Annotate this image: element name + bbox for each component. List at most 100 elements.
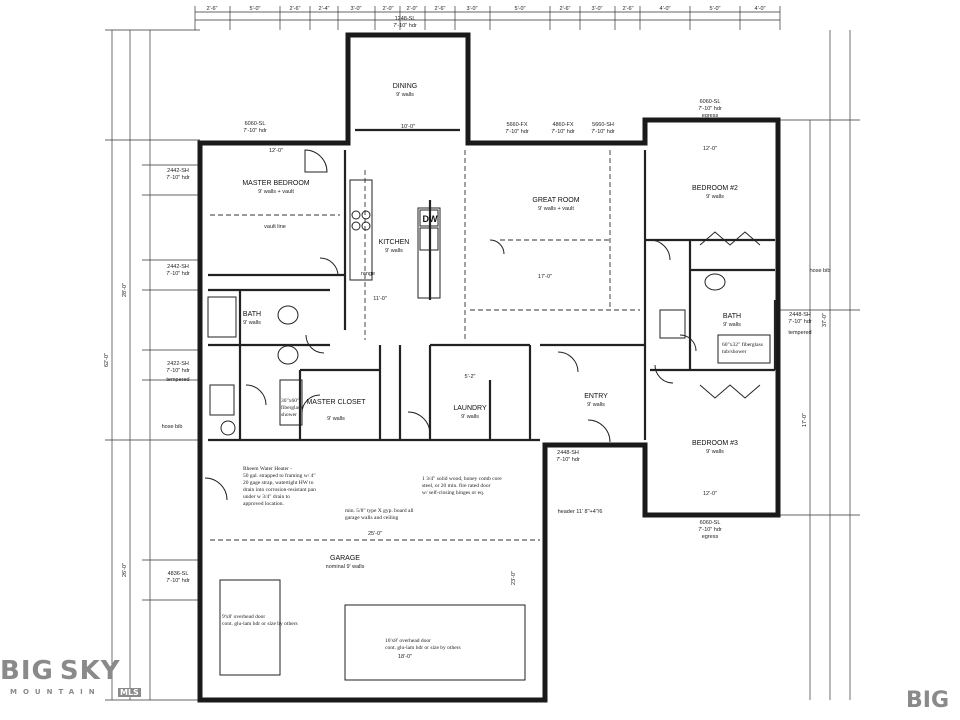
tempered-right: tempered [788, 330, 811, 336]
dim-master-width: 12'-0" [269, 148, 283, 154]
window-callouts: 1248-SL 7'-10" hdr 6060-SL 7'-10" hdr 24… [162, 16, 831, 584]
header-line-label: header 11' 8"+4"/6 [558, 509, 603, 515]
note-door-3: w/ self-closing hinges or eq. [422, 489, 485, 496]
room-bath2-walls: 9' walls [723, 322, 741, 328]
vault-lines [210, 150, 640, 541]
note-overhead-right-2: cont. glu-lam hdr or size by others [385, 645, 461, 651]
dim-top-9: 3'-0" [467, 6, 478, 12]
room-bedroom2: BEDROOM #2 [692, 185, 738, 192]
room-master-bedroom: MASTER BEDROOM [242, 180, 309, 187]
note-water-heater-6: approved location. [243, 501, 285, 507]
logo-left-sub: MOUNTAIN [10, 688, 101, 696]
window-great-top3: 5660-SH [592, 122, 614, 128]
dim-bed3-width: 12'-0" [703, 491, 717, 497]
window-great-top3-hdr: 7'-10" hdr [591, 129, 615, 135]
window-dining-top: 1248-SL [395, 16, 416, 22]
dim-left-upper: 28'-0" [122, 283, 128, 297]
window-great-top2: 4860-FX [552, 122, 573, 128]
window-bath2-right-hdr: 7'-10" hdr [788, 319, 812, 325]
room-laundry: LAUNDRY [453, 405, 487, 412]
interior-dimensions: 17'-0" 12'-0" 12'-0" 12'-0" 10'-0" 11'-0… [269, 124, 717, 660]
note-water-heater-1: Rheem Water Heater - [243, 466, 292, 472]
dim-top-13: 2'-6" [623, 6, 634, 12]
room-labels: DINING 9' walls MASTER BEDROOM 9' walls … [242, 83, 741, 570]
dim-top-11: 2'-6" [560, 6, 571, 12]
note-water-heater-2: 50 gal. strapped to framing w/ 4" [243, 472, 316, 479]
bath-fixtures [207, 273, 771, 436]
water-heater-note: Rheem Water Heater - 50 gal. strapped to… [243, 466, 316, 507]
right-dimension-lines [780, 30, 860, 700]
egress-bottom: egress [702, 534, 719, 540]
hose-bib-left: hose bib [162, 424, 183, 430]
window-bath2-right: 2448-SH [789, 312, 811, 318]
room-bedroom3: BEDROOM #3 [692, 440, 738, 447]
dim-top-10: 5'-0" [515, 6, 526, 12]
kitchen-fixtures [349, 179, 441, 299]
window-garage-left-hdr: 7'-10" hdr [166, 578, 190, 584]
left-dimension-lines [105, 29, 200, 701]
window-bed2-top-hdr: 7'-10" hdr [698, 106, 722, 112]
window-dining-top-hdr: 7'-10" hdr [393, 23, 417, 29]
dim-top-12: 3'-0" [592, 6, 603, 12]
exterior-walls [197, 32, 781, 703]
window-bed2-top: 6060-SL [700, 99, 721, 105]
vault-line-label: vault line [264, 224, 286, 230]
dim-top-2: 5'-0" [250, 6, 261, 12]
window-great-top1-hdr: 7'-10" hdr [505, 129, 529, 135]
room-garage-walls: nominal 9' walls [326, 564, 365, 570]
window-entry-side-hdr: 7'-10" hdr [556, 457, 580, 463]
window-master-top-hdr: 7'-10" hdr [243, 128, 267, 134]
top-dimension-lines [194, 6, 781, 30]
left-dimension-text: 62'-0" 28'-0" 26'-0" [104, 283, 128, 577]
dim-garage-width: 25'-0" [368, 531, 382, 537]
dim-top-6: 2'-0" [383, 6, 394, 12]
right-dimension-text: 37'-0" 17'-0" [802, 313, 828, 427]
dim-dining-width: 10'-0" [401, 124, 415, 130]
dim-garage-depth: 23'-0" [511, 571, 517, 585]
room-bath-master-walls: 9' walls [243, 320, 261, 326]
dim-top-14: 4'-0" [660, 6, 671, 12]
note-tub-1: 60"x32" fiberglass [722, 341, 763, 348]
room-dining: DINING [393, 83, 418, 90]
note-door-1: 1 3/4" solid wood, honey comb core [422, 476, 502, 482]
logo-right: BIG [906, 688, 950, 713]
top-dimension-text: 2'-6" 5'-0" 2'-6" 2'-4" 3'-0" 2'-0" 2'-0… [207, 6, 766, 12]
note-shower-2: fiberglass [281, 404, 302, 411]
tempered-left: tempered [166, 377, 189, 383]
dishwasher-label: DW [423, 214, 438, 224]
dim-right-lower: 17'-0" [802, 413, 808, 427]
range-label: range [361, 271, 375, 277]
room-master-bedroom-walls: 9' walls + vault [258, 189, 294, 195]
dim-bottom-total: 18'-0" [398, 654, 412, 660]
dim-top-5: 3'-0" [351, 6, 362, 12]
room-dining-walls: 9' walls [396, 92, 414, 98]
window-garage-left: 4836-SL [168, 571, 189, 577]
logo-mls: MLS [118, 688, 141, 697]
note-tub-2: tub/shower [722, 349, 747, 355]
note-garage-wall-2: garage walls and ceiling [345, 515, 399, 521]
dim-top-8: 2'-6" [435, 6, 446, 12]
dim-left-overall: 62'-0" [104, 353, 110, 367]
dim-right-overall: 37'-0" [822, 313, 828, 327]
room-master-closet: MASTER CLOSET [306, 399, 366, 406]
window-master-left2: 2442-SH [167, 264, 189, 270]
room-bath2: BATH [723, 313, 741, 320]
dim-top-1: 2'-6" [207, 6, 218, 12]
hose-bib-right: hose bib [810, 268, 831, 274]
dim-kitchen: 11'-0" [373, 296, 387, 302]
note-door-2: steel, or 20 min. fire rated door [422, 482, 491, 489]
logo-left-sky: SKY [59, 656, 121, 686]
door-note: 1 3/4" solid wood, honey comb core steel… [422, 476, 502, 496]
dim-top-7: 2'-0" [407, 6, 418, 12]
window-bath-left: 2422-SH [167, 361, 189, 367]
garage-doors [219, 579, 526, 681]
overhead-door-notes: 9'x8' overhead door cont. glu-lam hdr or… [222, 614, 461, 651]
dim-top-4: 2'-4" [319, 6, 330, 12]
window-bath-left-hdr: 7'-10" hdr [166, 368, 190, 374]
room-garage: GARAGE [330, 555, 360, 562]
room-entry-walls: 9' walls [587, 402, 605, 408]
window-bed3-bottom-hdr: 7'-10" hdr [698, 527, 722, 533]
room-entry: ENTRY [584, 393, 608, 400]
